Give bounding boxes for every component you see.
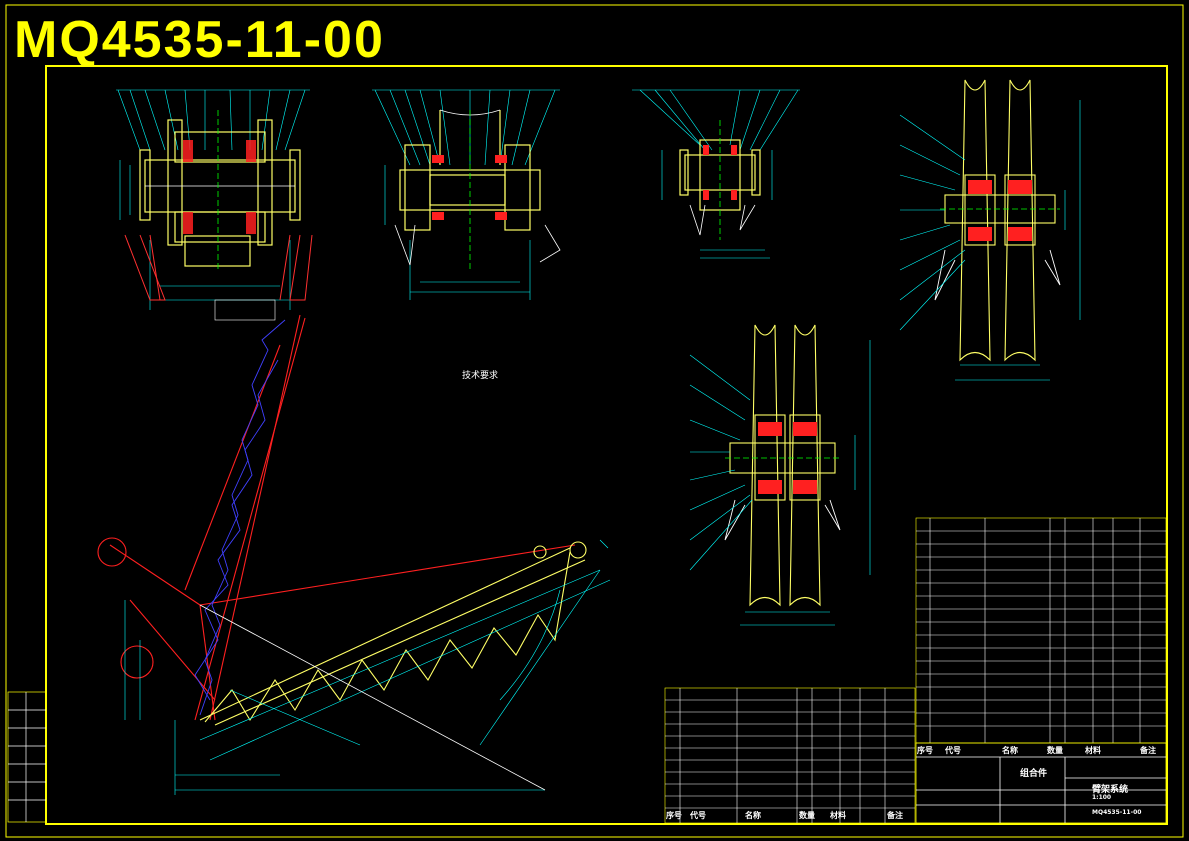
section-view-a (116, 89, 313, 321)
bottom-parts-header-qty: 数量 (799, 811, 815, 820)
sheave-section-lower (689, 324, 871, 626)
section-view-b (372, 89, 561, 300)
parts-header-name: 名称 (1002, 746, 1018, 755)
assembly-label: 组合件 (1020, 769, 1048, 779)
parts-list-bottom (664, 687, 916, 824)
boom-elevation (97, 314, 611, 795)
title-block-frame (915, 742, 1167, 824)
drawing-number: MQ4535-11-00 (14, 11, 385, 69)
bottom-parts-header-no: 序号 (666, 811, 682, 820)
section-view-c (632, 89, 800, 259)
sheave-section-upper (899, 79, 1081, 381)
parts-header-code: 代号 (945, 746, 961, 755)
parts-header-qty: 数量 (1047, 746, 1063, 755)
inner-frame (45, 65, 1168, 825)
title-block-name: 臂架系统 (1092, 785, 1129, 795)
title-block-scale: 1:100 (1092, 794, 1112, 801)
bottom-parts-header-code: 代号 (690, 811, 706, 820)
parts-list-right (915, 517, 1167, 744)
parts-header-material: 材料 (1085, 746, 1101, 755)
parts-header-no: 序号 (917, 746, 933, 755)
parts-header-remark: 备注 (1140, 746, 1156, 755)
technical-notes-title: 技术要求 (462, 371, 499, 381)
bottom-parts-header-material: 材料 (830, 811, 846, 820)
bottom-parts-header-remark: 备注 (887, 811, 903, 820)
outer-frame (5, 4, 1184, 838)
title-block-drawing-code: MQ4535-11-00 (1092, 809, 1142, 816)
bottom-parts-header-name: 名称 (745, 811, 761, 820)
revision-block (7, 691, 47, 823)
